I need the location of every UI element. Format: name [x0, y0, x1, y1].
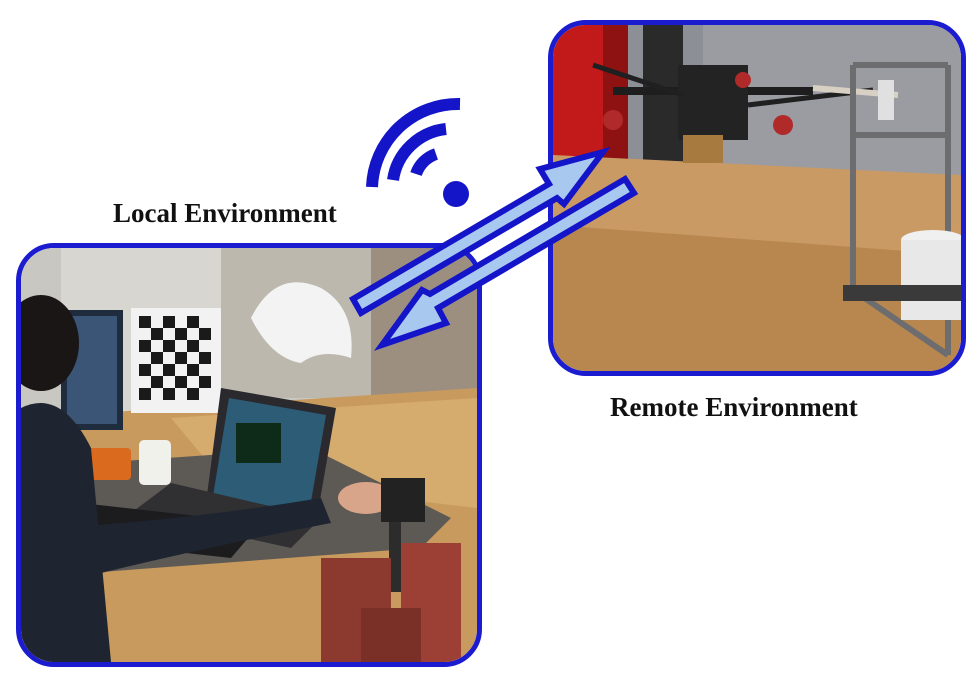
downlink-arrow: [373, 174, 639, 351]
local-environment-caption: Local Environment: [113, 198, 337, 228]
remote-environment-caption: Remote Environment: [610, 392, 858, 422]
drone-in-test-rig-photo-icon: [553, 25, 961, 371]
wifi-icon: [366, 97, 469, 207]
uplink-arrow: [348, 146, 611, 318]
remote-environment-photo: [548, 20, 966, 376]
